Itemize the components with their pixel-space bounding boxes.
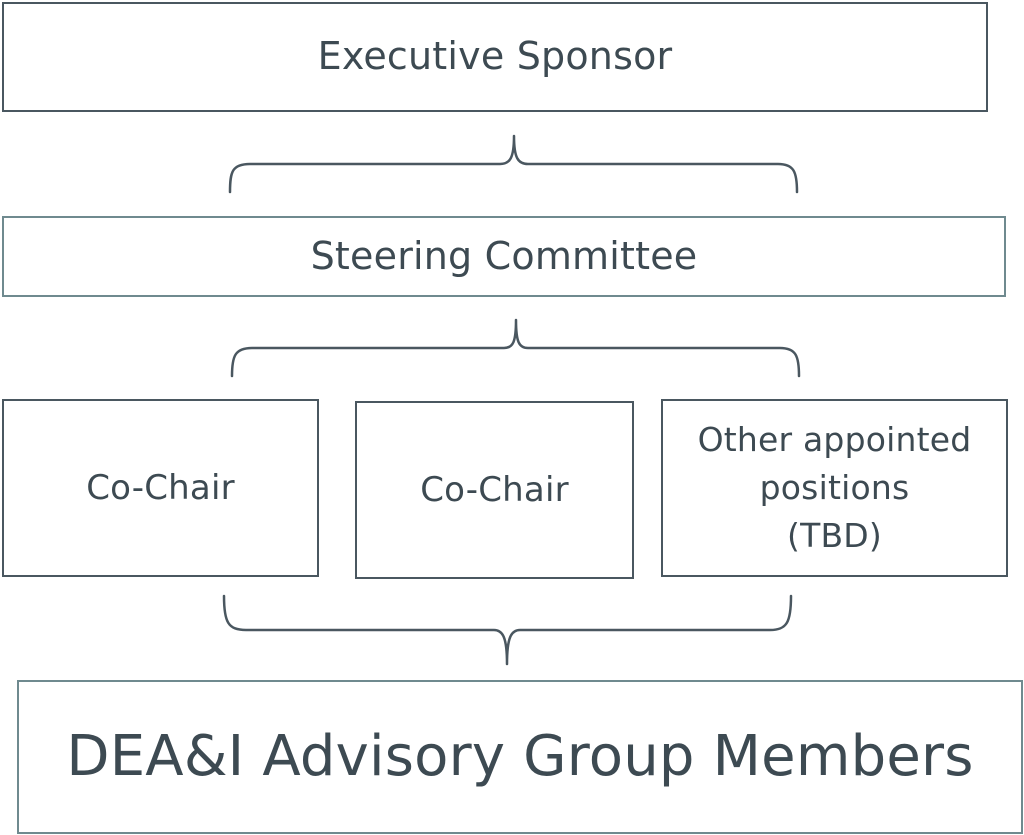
other-positions-box: Other appointed positions (TBD) [661,399,1008,577]
advisory-members-label: DEA&I Advisory Group Members [66,724,974,790]
brace-exec-to-steering [228,134,799,194]
co-chair-label-2: Co-Chair [420,469,569,510]
steering-committee-box: Steering Committee [2,216,1006,297]
executive-sponsor-box: Executive Sponsor [2,2,988,112]
co-chair-box-1: Co-Chair [2,399,319,577]
other-positions-label: Other appointed positions (TBD) [697,420,972,555]
co-chair-label-1: Co-Chair [86,467,235,508]
steering-committee-label: Steering Committee [310,233,698,278]
executive-sponsor-label: Executive Sponsor [317,34,673,79]
brace-roles-to-members [222,594,793,666]
brace-steering-to-roles [230,318,801,378]
advisory-members-box: DEA&I Advisory Group Members [17,680,1023,834]
co-chair-box-2: Co-Chair [355,401,634,579]
